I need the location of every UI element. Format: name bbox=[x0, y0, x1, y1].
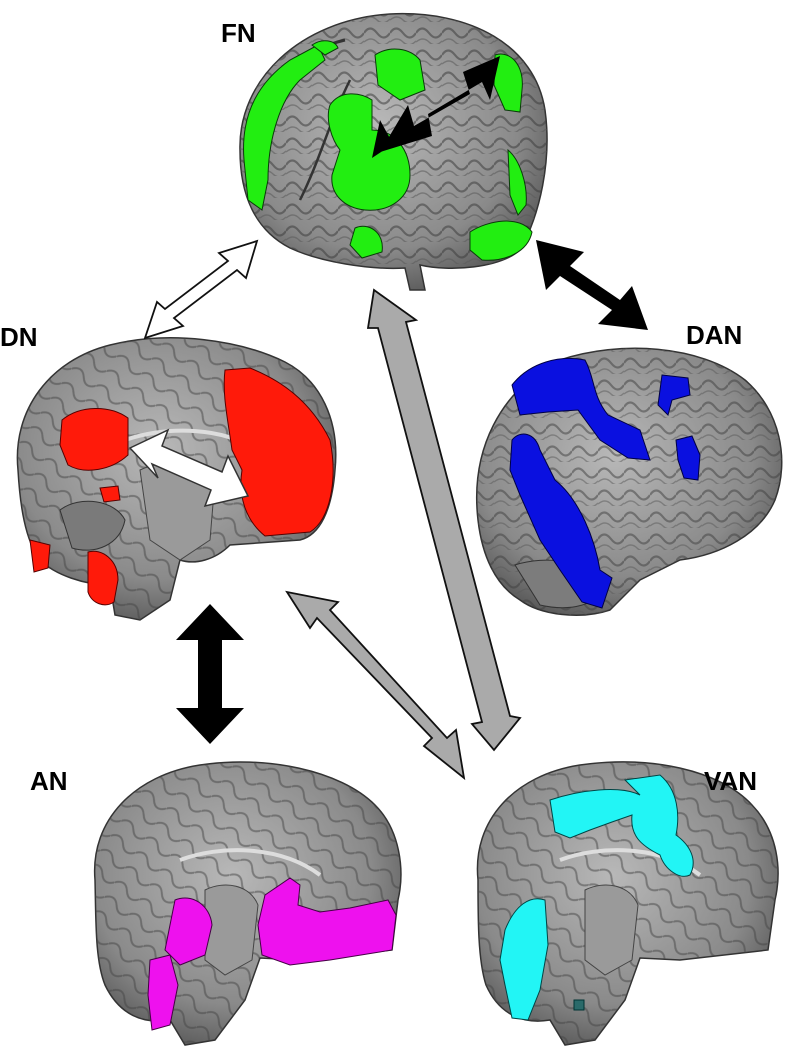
van-activation bbox=[499, 774, 694, 1021]
fn-internal-arrow bbox=[372, 56, 500, 158]
arrow-dn-an bbox=[176, 604, 244, 744]
arrow-dn-van bbox=[285, 590, 466, 781]
van-brain bbox=[476, 761, 779, 1046]
fn-activation bbox=[243, 40, 533, 261]
dan-label: DAN bbox=[686, 320, 742, 350]
arrow-fn-dn bbox=[143, 239, 259, 340]
dn-brain bbox=[16, 337, 337, 621]
an-label: AN bbox=[30, 766, 68, 796]
dn-activation bbox=[29, 367, 334, 606]
fn-brain bbox=[239, 12, 548, 291]
arrow-fn-dan bbox=[536, 240, 648, 330]
arrow-fn-van bbox=[366, 288, 522, 752]
dn-internal-arrow bbox=[128, 428, 250, 508]
an-activation bbox=[147, 877, 397, 1031]
dan-brain bbox=[476, 347, 783, 616]
van-label: VAN bbox=[704, 766, 757, 796]
dn-label: DN bbox=[0, 322, 38, 352]
dan-activation bbox=[509, 357, 701, 609]
an-brain bbox=[93, 761, 402, 1046]
fn-label: FN bbox=[221, 18, 256, 48]
